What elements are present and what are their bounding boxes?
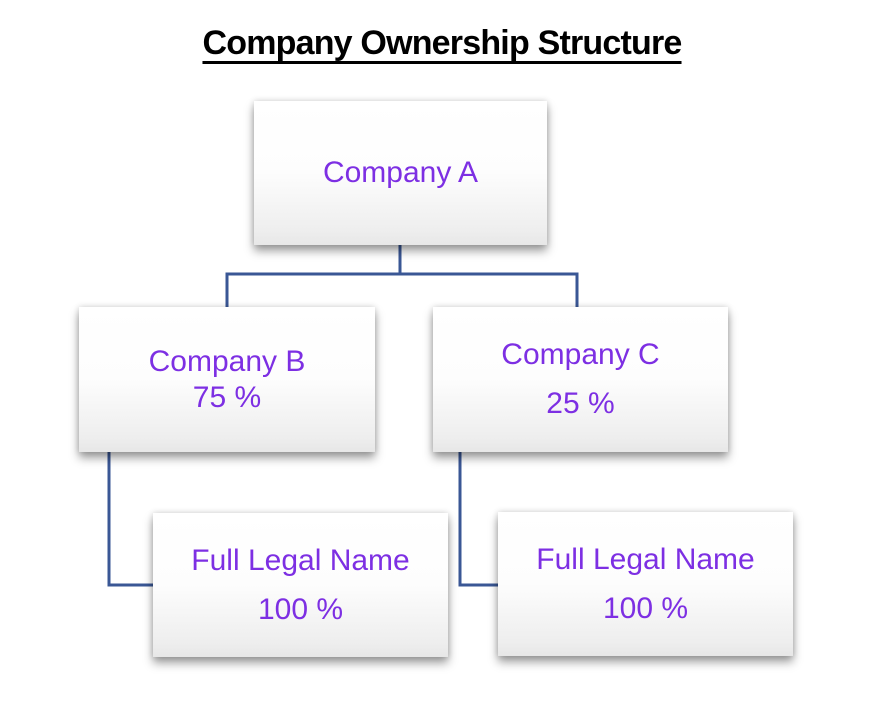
connector-c-to-subsidiary xyxy=(458,452,499,587)
node-ownership-percentage: 100 % xyxy=(602,591,689,625)
node-company-c: Company C 25 % xyxy=(433,307,728,452)
node-ownership-percentage: 75 % xyxy=(192,380,262,414)
node-subsidiary-of-b: Full Legal Name 100 % xyxy=(153,513,448,657)
node-label: Full Legal Name xyxy=(536,542,755,576)
connector-a-to-children xyxy=(225,245,579,308)
node-label: Company A xyxy=(322,156,479,189)
node-ownership-percentage: 25 % xyxy=(546,387,615,420)
page-title: Company Ownership Structure xyxy=(202,24,682,62)
node-ownership-percentage: 100 % xyxy=(257,592,344,626)
connector-b-to-subsidiary xyxy=(107,452,154,587)
node-company-b: Company B 75 % xyxy=(79,307,375,452)
node-label: Company B xyxy=(148,344,306,378)
node-company-a: Company A xyxy=(254,101,547,245)
node-subsidiary-of-c: Full Legal Name 100 % xyxy=(498,512,793,656)
node-label: Full Legal Name xyxy=(191,543,410,577)
node-label: Company C xyxy=(501,338,660,371)
